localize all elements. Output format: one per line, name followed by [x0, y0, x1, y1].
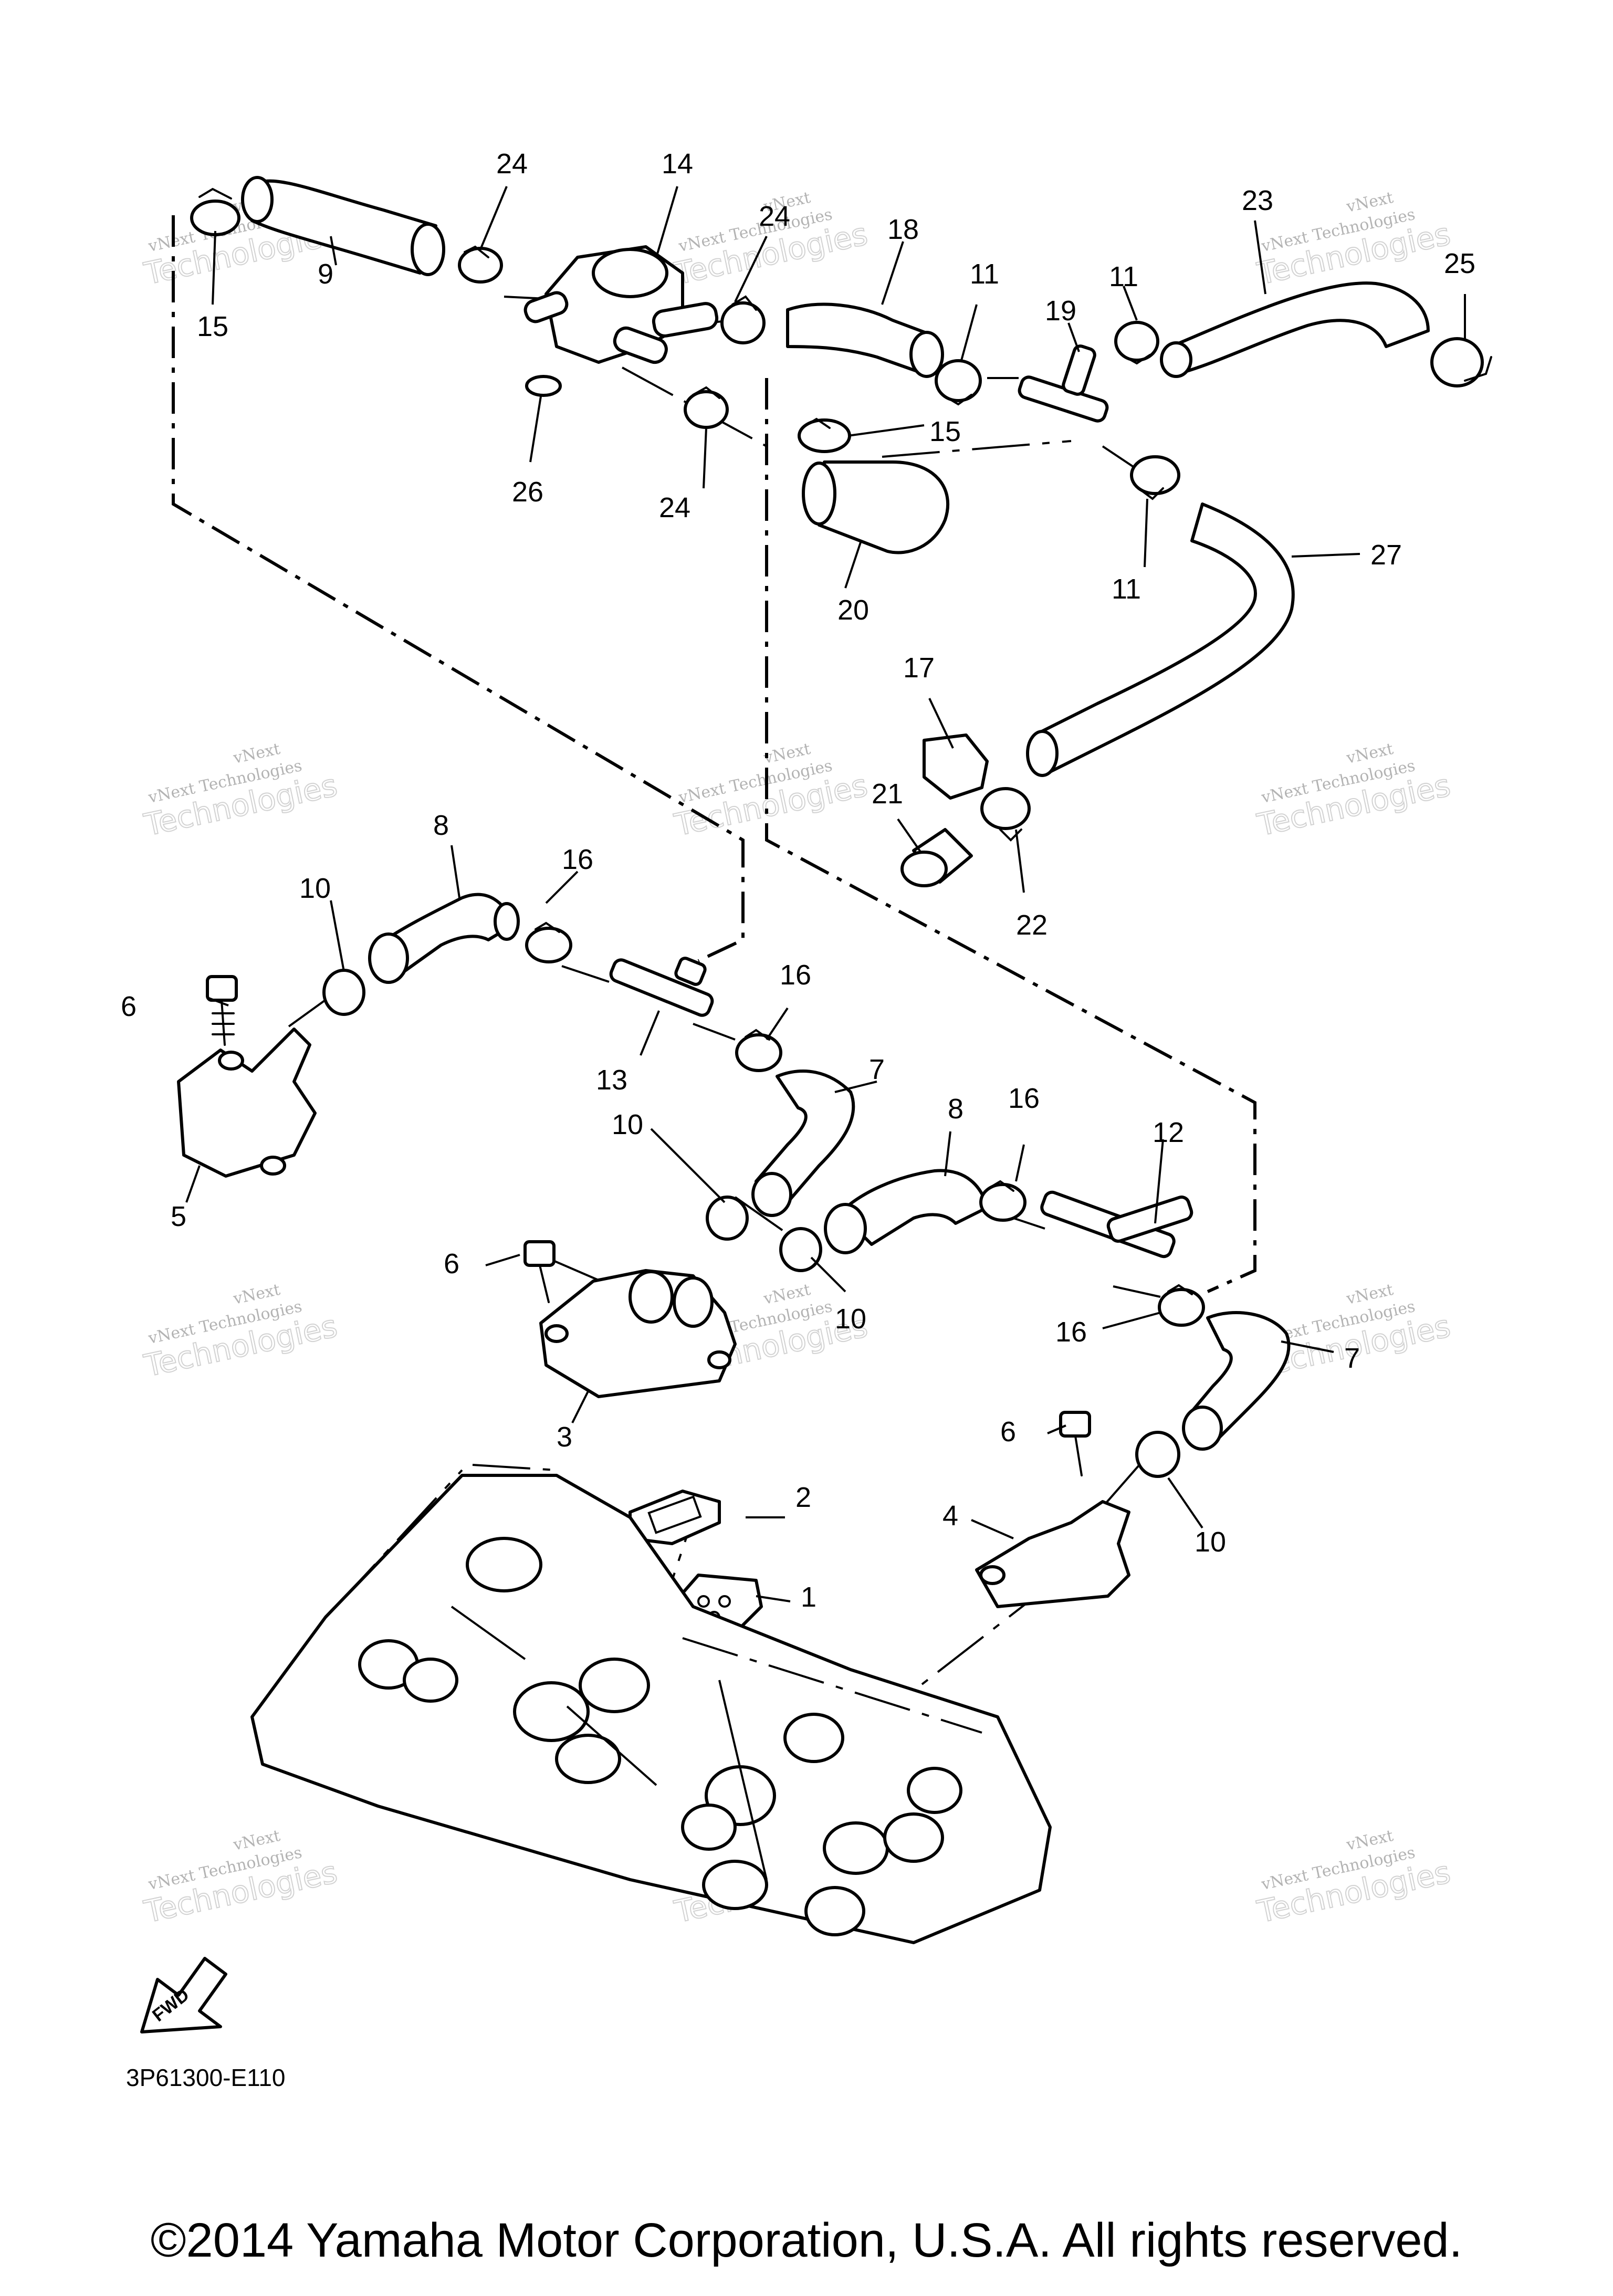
part-16-clamp-mid — [735, 1029, 782, 1072]
part-10-clamp-mid-a — [706, 1196, 749, 1241]
part-25-clamp — [1430, 337, 1492, 387]
part-19-joint — [1018, 344, 1109, 423]
callout-10-mid-b: 10 — [835, 1303, 866, 1335]
part-6-bolt-left — [206, 975, 238, 1046]
callout-8-left: 8 — [433, 810, 449, 841]
part-3-reed-valve-cover — [539, 1269, 737, 1398]
part-24-clamp-right — [720, 295, 766, 344]
part-4-reed-valve-cover — [975, 1500, 1130, 1608]
callout-24-top: 24 — [496, 148, 528, 180]
callout-4: 4 — [942, 1500, 958, 1532]
callout-13: 13 — [596, 1064, 627, 1096]
callout-16-left: 16 — [562, 844, 593, 875]
callout-20: 20 — [837, 594, 869, 626]
part-9-hose — [241, 176, 445, 276]
part-11-clamp-a — [935, 359, 982, 406]
part-26-o-ring — [525, 375, 562, 397]
part-18-hose — [786, 302, 944, 378]
callout-9: 9 — [318, 258, 333, 290]
part-7-hose-mid — [751, 1070, 855, 1217]
fwd-arrow-icon: FWD — [140, 1957, 227, 2033]
callout-7-right: 7 — [1344, 1343, 1360, 1374]
part-10-clamp-right — [1135, 1431, 1180, 1478]
part-27-hose — [1026, 502, 1295, 777]
callout-10-mid-a: 10 — [612, 1109, 643, 1140]
part-23-hose — [1160, 281, 1430, 378]
callout-15-mid: 15 — [929, 416, 961, 447]
callout-14: 14 — [662, 148, 693, 180]
callout-25: 25 — [1444, 248, 1475, 279]
part-22-clamp — [980, 787, 1031, 842]
part-24-clamp-top — [458, 245, 503, 284]
callout-15-left: 15 — [197, 311, 228, 342]
part-15-clamp-mid — [798, 417, 851, 453]
callout-8-mid: 8 — [948, 1093, 963, 1125]
diagram-code: 3P61300-E110 — [126, 2064, 286, 2091]
copyright-notice: ©2014 Yamaha Motor Corporation, U.S.A. A… — [150, 2214, 1463, 2267]
callout-labels: 1 2 3 4 5 6 6 6 7 7 8 8 9 10 10 10 10 11… — [121, 148, 1475, 1613]
callout-6-left: 6 — [121, 991, 137, 1022]
callout-23: 23 — [1242, 185, 1273, 216]
part-10-clamp-left — [322, 969, 365, 1016]
callout-27: 27 — [1370, 539, 1402, 571]
part-5-reed-valve-cover — [177, 1028, 317, 1178]
callout-12: 12 — [1153, 1117, 1184, 1148]
part-11-clamp-b — [1114, 321, 1159, 365]
part-8-hose-left — [368, 893, 520, 984]
callout-16-right-b: 16 — [1055, 1316, 1087, 1348]
part-7-hose-right — [1182, 1311, 1291, 1451]
callout-22: 22 — [1016, 909, 1048, 941]
callout-10-right: 10 — [1195, 1526, 1226, 1558]
cylinder-head-cover — [250, 1464, 1052, 1944]
part-6-bolt-right — [1059, 1411, 1091, 1476]
callout-19: 19 — [1045, 295, 1076, 327]
part-17-holder — [923, 733, 989, 800]
callout-3: 3 — [557, 1421, 572, 1453]
part-24-clamp-bottom — [684, 386, 729, 429]
part-8-hose-mid — [824, 1169, 989, 1254]
callout-10-left: 10 — [299, 873, 331, 904]
callout-26: 26 — [512, 476, 543, 508]
callout-2: 2 — [795, 1482, 811, 1513]
leader-lines — [185, 186, 1466, 1602]
part-16-clamp-right-b — [1158, 1284, 1205, 1327]
callout-1: 1 — [801, 1581, 816, 1613]
part-16-clamp-right-a — [979, 1180, 1027, 1222]
part-14-air-cut-valve — [523, 245, 719, 364]
callout-11-a: 11 — [970, 258, 999, 290]
callout-17: 17 — [903, 652, 935, 684]
callout-18: 18 — [887, 214, 919, 245]
part-12-joint — [1040, 1190, 1193, 1259]
callout-16-mid: 16 — [780, 959, 811, 991]
part-13-joint — [609, 957, 714, 1017]
part-16-clamp-left — [525, 921, 572, 963]
callout-6-right: 6 — [1000, 1416, 1016, 1448]
callout-11-c: 11 — [1112, 573, 1141, 605]
callout-24-right: 24 — [759, 201, 790, 232]
callout-5: 5 — [171, 1201, 186, 1232]
part-21-cap — [900, 828, 973, 887]
part-6-bolt-mid — [523, 1240, 556, 1303]
callout-16-right-a: 16 — [1008, 1083, 1040, 1114]
callout-6-mid: 6 — [444, 1248, 459, 1280]
callout-11-b: 11 — [1109, 261, 1138, 292]
part-20-hose — [802, 460, 949, 554]
callout-21: 21 — [872, 778, 903, 810]
part-15-clamp — [190, 187, 240, 236]
callout-24-bottom: 24 — [659, 492, 690, 523]
part-10-clamp-mid-b — [779, 1227, 822, 1272]
callout-7-mid: 7 — [869, 1054, 885, 1085]
part-11-clamp-c — [1130, 455, 1180, 500]
